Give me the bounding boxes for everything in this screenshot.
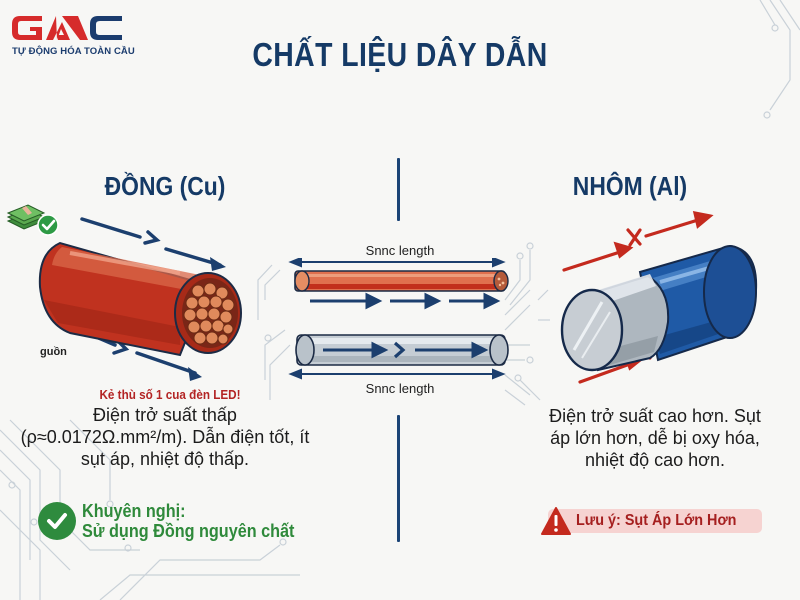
logo-tagline: TỰ ĐỘNG HÓA TOÀN CẦU (12, 46, 135, 57)
aluminum-cable-icon (560, 210, 758, 384)
warning-text: Lưu ý: Sụt Áp Lớn Hơn (576, 512, 737, 529)
current-arrow-icon (310, 292, 501, 310)
bottom-length-label: Snnc length (365, 381, 435, 396)
comparison-diagram (288, 258, 509, 380)
copper-enemy-note: Kẻ thù số 1 cua đèn LED! (99, 387, 241, 402)
check-circle-icon (38, 502, 76, 540)
money-stack-icon (6, 204, 59, 236)
aluminum-description: Điện trở suất cao hơn. Sụt áp lớn hơn, d… (549, 406, 761, 470)
center-divider-bottom (397, 415, 400, 542)
recommendation-label: Khuyên nghị: (82, 501, 186, 521)
copper-description: Điện trở suất thấp (ρ≈0.0172Ω.mm²/m). Dẫ… (20, 405, 310, 469)
page-title: CHẤT LIỆU DÂY DẪN (252, 36, 548, 73)
top-length-label: Snnc length (365, 243, 435, 258)
gac-logo-icon (12, 16, 122, 40)
copper-small-label: guồn (40, 346, 67, 358)
copper-heading: ĐỒNG (Cu) (104, 171, 226, 201)
warning-icon (541, 507, 571, 535)
center-divider-top (397, 158, 400, 221)
check-badge-icon (37, 214, 59, 236)
copper-rod-icon (294, 270, 509, 292)
copper-cable-icon (38, 217, 242, 381)
aluminum-heading: NHÔM (Al) (572, 171, 688, 201)
copper-recommendation: Khuyên nghị: Sử dụng Đồng nguyên chất (38, 501, 318, 541)
aluminum-warning: Lưu ý: Sụt Áp Lớn Hơn (540, 506, 763, 536)
gac-logo: TỰ ĐỘNG HÓA TOÀN CẦU (10, 12, 150, 60)
recommendation-value: Sử dụng Đồng nguyên chất (82, 521, 295, 541)
